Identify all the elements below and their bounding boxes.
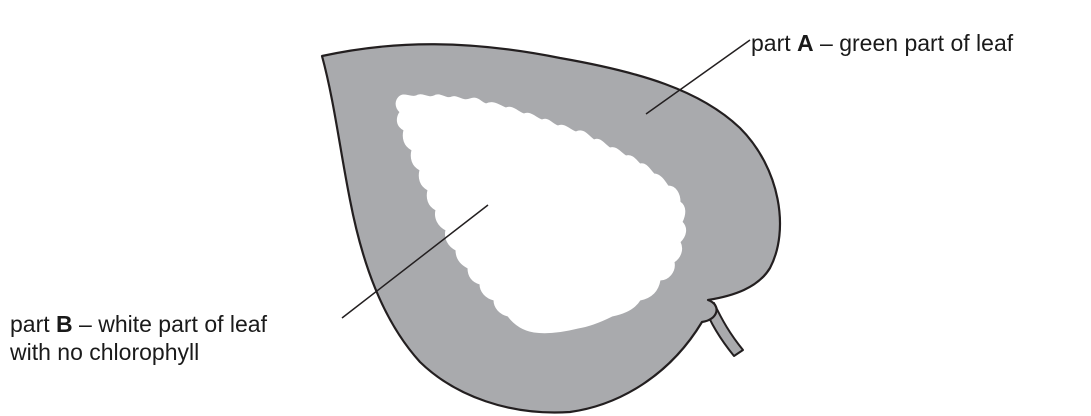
label-part-a: part A – green part of leaf — [751, 29, 1013, 57]
label-part-a-description: – green part of leaf — [814, 30, 1013, 56]
label-part-b-line2: with no chlorophyll — [10, 338, 267, 366]
label-part-b-description: – white part of leaf — [73, 311, 267, 337]
label-part-a-prefix: part — [751, 30, 797, 56]
label-part-b: part B – white part of leaf with no chlo… — [10, 310, 267, 366]
label-part-a-letter: A — [797, 30, 814, 56]
label-part-b-line1: part B – white part of leaf — [10, 310, 267, 338]
label-part-b-prefix: part — [10, 311, 56, 337]
label-part-b-letter: B — [56, 311, 73, 337]
